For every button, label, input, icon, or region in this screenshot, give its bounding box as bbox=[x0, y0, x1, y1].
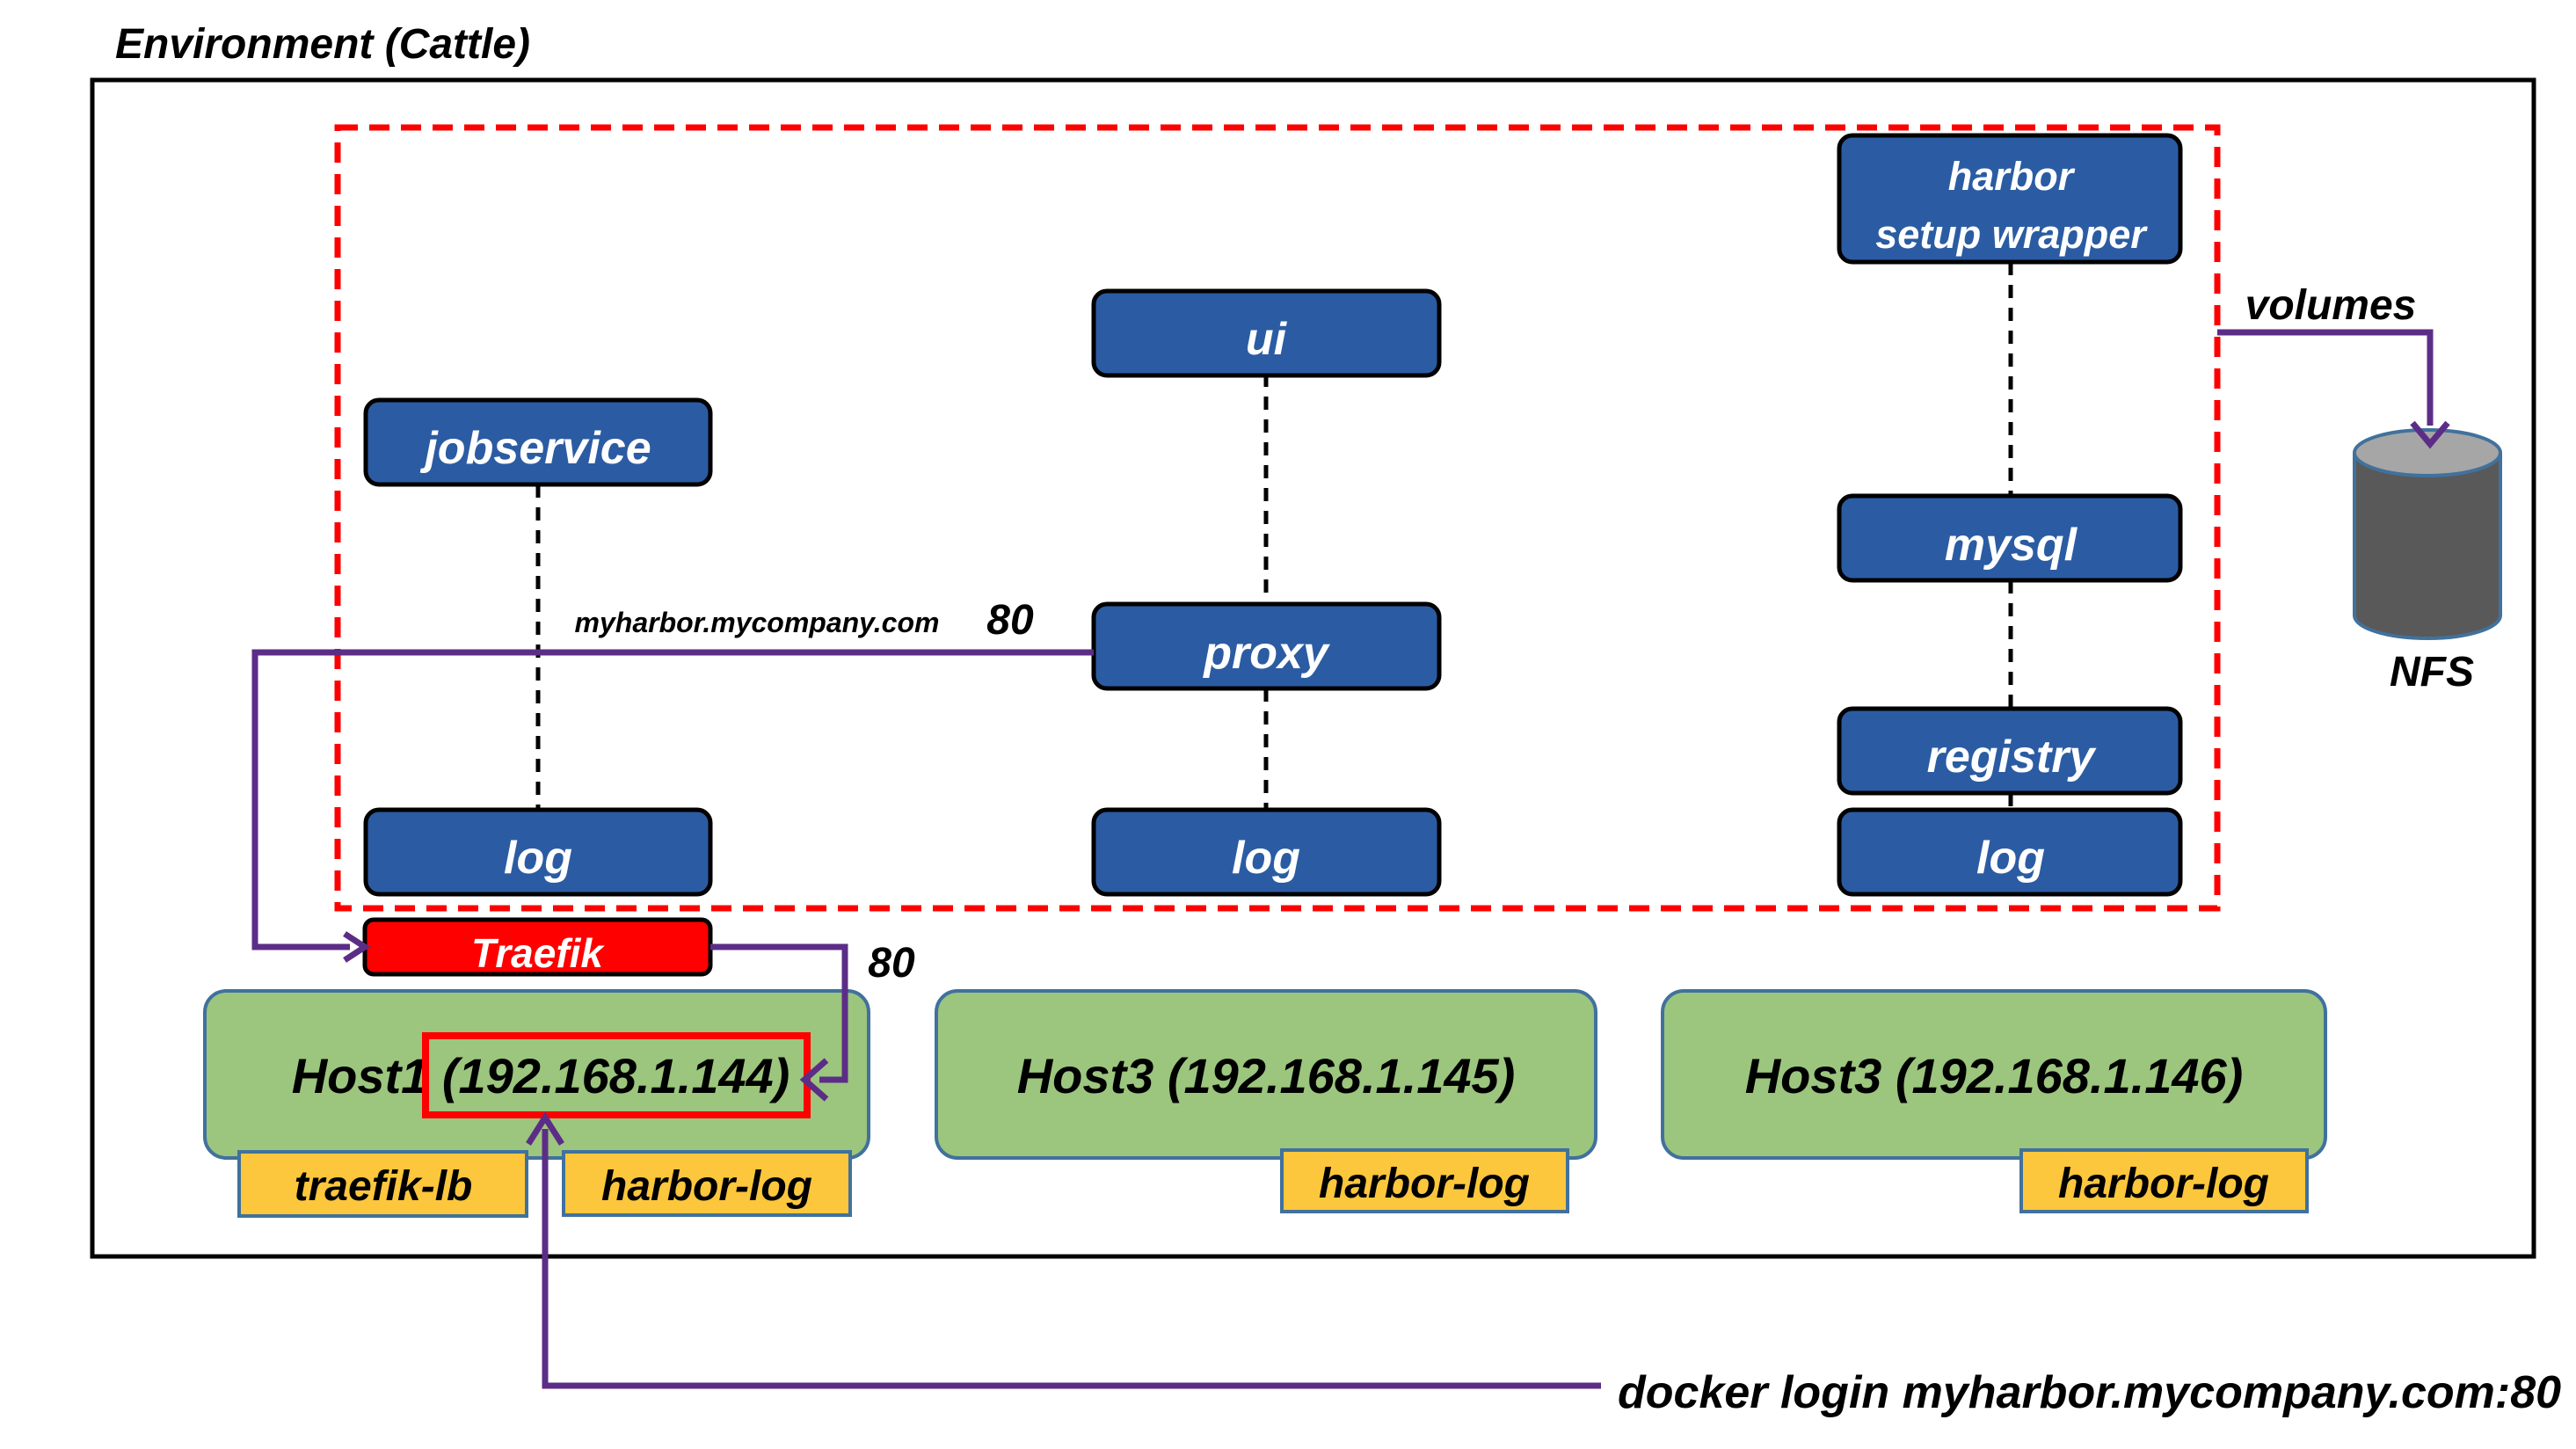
svg-text:NFS: NFS bbox=[2390, 649, 2474, 695]
svg-text:Host1 (192.168.1.144): Host1 (192.168.1.144) bbox=[292, 1048, 790, 1103]
svg-text:Environment (Cattle): Environment (Cattle) bbox=[115, 21, 530, 68]
svg-text:80: 80 bbox=[986, 597, 1034, 644]
svg-text:harbor-log: harbor-log bbox=[1319, 1161, 1530, 1207]
svg-text:mysql: mysql bbox=[1945, 520, 2078, 571]
svg-text:harbor: harbor bbox=[1948, 154, 2076, 199]
svg-text:myharbor.mycompany.com: myharbor.mycompany.com bbox=[575, 607, 940, 638]
svg-text:docker login myharbor.mycompan: docker login myharbor.mycompany.com:80 bbox=[1618, 1367, 2561, 1418]
svg-text:harbor-log: harbor-log bbox=[601, 1163, 812, 1210]
svg-text:jobservice: jobservice bbox=[419, 423, 651, 474]
svg-text:log: log bbox=[1976, 833, 2045, 884]
svg-text:setup wrapper: setup wrapper bbox=[1875, 212, 2148, 257]
svg-text:Traefik: Traefik bbox=[471, 930, 605, 976]
svg-text:registry: registry bbox=[1927, 732, 2098, 783]
svg-text:80: 80 bbox=[868, 940, 915, 987]
svg-text:Host3 (192.168.1.146): Host3 (192.168.1.146) bbox=[1745, 1048, 2244, 1103]
svg-text:log: log bbox=[504, 833, 572, 884]
svg-text:volumes: volumes bbox=[2245, 282, 2417, 329]
svg-text:Host3 (192.168.1.145): Host3 (192.168.1.145) bbox=[1017, 1048, 1516, 1103]
svg-text:traefik-lb: traefik-lb bbox=[295, 1163, 473, 1210]
svg-text:ui: ui bbox=[1246, 314, 1288, 365]
svg-text:proxy: proxy bbox=[1202, 628, 1331, 679]
svg-text:harbor-log: harbor-log bbox=[2058, 1161, 2269, 1207]
svg-text:log: log bbox=[1232, 833, 1300, 884]
